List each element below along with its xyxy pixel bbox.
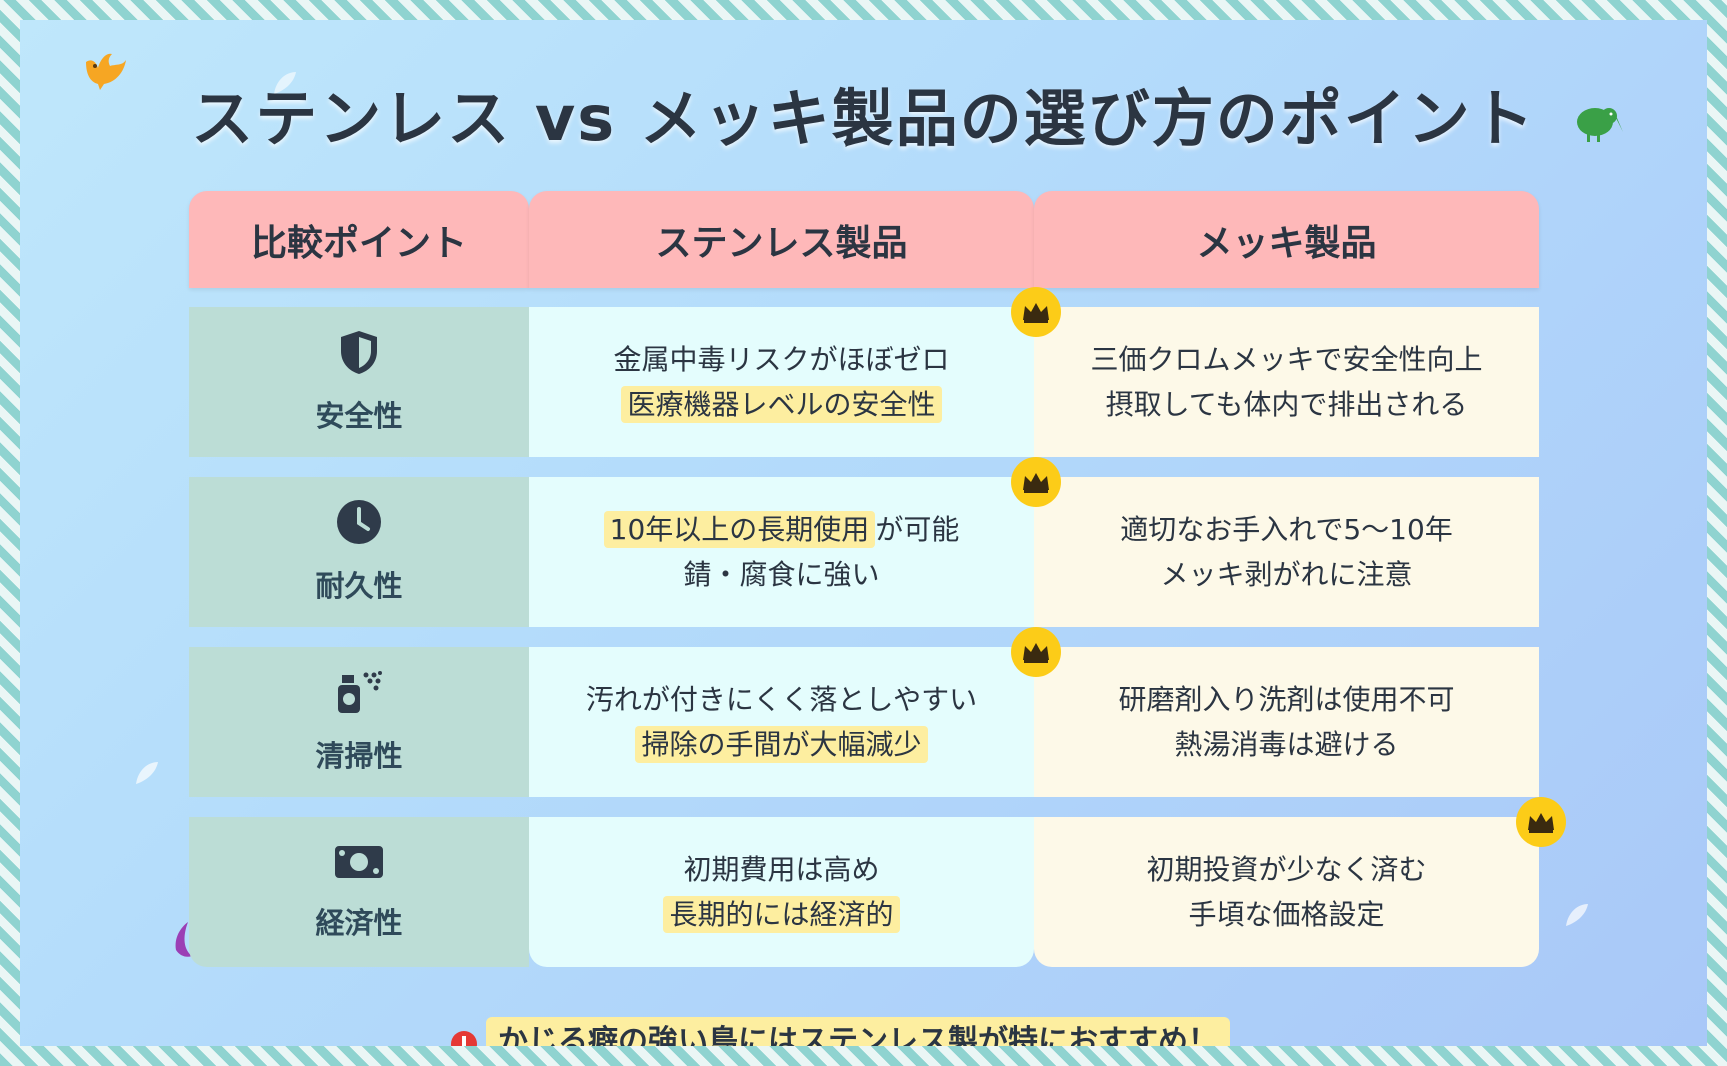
- cell-text: 三価クロムメッキで安全性向上: [1090, 343, 1483, 376]
- cell-text: 初期投資が少なく済む: [1146, 853, 1427, 886]
- table-row-economy: 経済性 初期費用は高め 長期的には経済的 初期投資が少なく済む 手頃な価格設定: [189, 817, 1539, 967]
- header-comparison-point: 比較ポイント: [189, 191, 529, 288]
- highlight-text: 10年以上の長期使用: [603, 511, 876, 548]
- bottom-note: かじる癖の強い鳥にはステンレス製が特におすすめ！: [486, 1017, 1230, 1046]
- cell-text: 適切なお手入れで5〜10年: [1120, 513, 1453, 546]
- row-label: 耐久性: [315, 569, 403, 603]
- spray-bottle-icon: [336, 669, 382, 719]
- crown-icon: [1011, 627, 1061, 677]
- cell-text: 錆・腐食に強い: [683, 558, 880, 591]
- crown-icon: [1516, 797, 1566, 847]
- cell-text: 初期費用は高め: [683, 853, 880, 886]
- stainless-cell: 金属中毒リスクがほぼゼロ 医療機器レベルの安全性: [529, 307, 1034, 457]
- plated-cell: 適切なお手入れで5〜10年 メッキ剥がれに注意: [1034, 477, 1539, 627]
- crown-icon: [1011, 457, 1061, 507]
- row-label: 経済性: [315, 906, 403, 940]
- exclamation-icon: [450, 1030, 478, 1046]
- table-row-safety: 安全性 金属中毒リスクがほぼゼロ 医療機器レベルの安全性 三価クロムメッキで安全…: [189, 307, 1539, 457]
- cell-text: 汚れが付きにくく落としやすい: [585, 683, 978, 716]
- feather-icon: [270, 68, 300, 102]
- purple-bird-icon: [170, 920, 194, 964]
- kiwi-bird-icon: [1573, 102, 1623, 146]
- plated-cell: 研磨剤入り洗剤は使用不可 熱湯消毒は避ける: [1034, 647, 1539, 797]
- stainless-cell: 10年以上の長期使用が可能 錆・腐食に強い: [529, 477, 1034, 627]
- cell-text: メッキ剥がれに注意: [1160, 558, 1413, 591]
- cell-text: 熱湯消毒は避ける: [1174, 728, 1399, 761]
- cell-text: 金属中毒リスクがほぼゼロ: [613, 343, 950, 376]
- clock-icon: [336, 499, 382, 549]
- plated-cell: 初期投資が少なく済む 手頃な価格設定: [1034, 817, 1539, 967]
- feather-icon: [132, 758, 162, 792]
- cell-text: 研磨剤入り洗剤は使用不可: [1118, 683, 1455, 716]
- money-bill-icon: [334, 842, 384, 886]
- page-title: ステンレス vs メッキ製品の選び方のポイント: [191, 82, 1536, 155]
- cell-text: 手頃な価格設定: [1188, 898, 1385, 931]
- label-cell: 清掃性: [189, 647, 529, 797]
- stainless-cell: 初期費用は高め 長期的には経済的: [529, 817, 1034, 967]
- plated-cell: 三価クロムメッキで安全性向上 摂取しても体内で排出される: [1034, 307, 1539, 457]
- highlight-text: 医療機器レベルの安全性: [621, 386, 942, 423]
- label-cell: 耐久性: [189, 477, 529, 627]
- header-stainless: ステンレス製品: [529, 191, 1034, 288]
- highlight-text: 長期的には経済的: [663, 896, 900, 933]
- stainless-cell: 汚れが付きにくく落としやすい 掃除の手間が大幅減少: [529, 647, 1034, 797]
- shield-icon: [337, 329, 381, 379]
- cell-text: 摂取しても体内で排出される: [1105, 388, 1468, 421]
- header-plated: メッキ製品: [1034, 191, 1539, 288]
- feather-icon: [1562, 900, 1592, 934]
- infographic-board: ステンレス vs メッキ製品の選び方のポイント 比較ポイント ステンレス製品 メ…: [20, 20, 1707, 1046]
- cell-text: が可能: [875, 513, 960, 546]
- row-label: 清掃性: [315, 739, 403, 773]
- crown-icon: [1011, 287, 1061, 337]
- row-label: 安全性: [315, 399, 403, 433]
- bird-icon: [82, 48, 128, 96]
- highlight-text: 掃除の手間が大幅減少: [635, 726, 928, 763]
- table-row-cleanability: 清掃性 汚れが付きにくく落としやすい 掃除の手間が大幅減少 研磨剤入り洗剤は使用…: [189, 647, 1539, 797]
- label-cell: 安全性: [189, 307, 529, 457]
- label-cell: 経済性: [189, 817, 529, 967]
- table-row-durability: 耐久性 10年以上の長期使用が可能 錆・腐食に強い 適切なお手入れで5〜10年 …: [189, 477, 1539, 627]
